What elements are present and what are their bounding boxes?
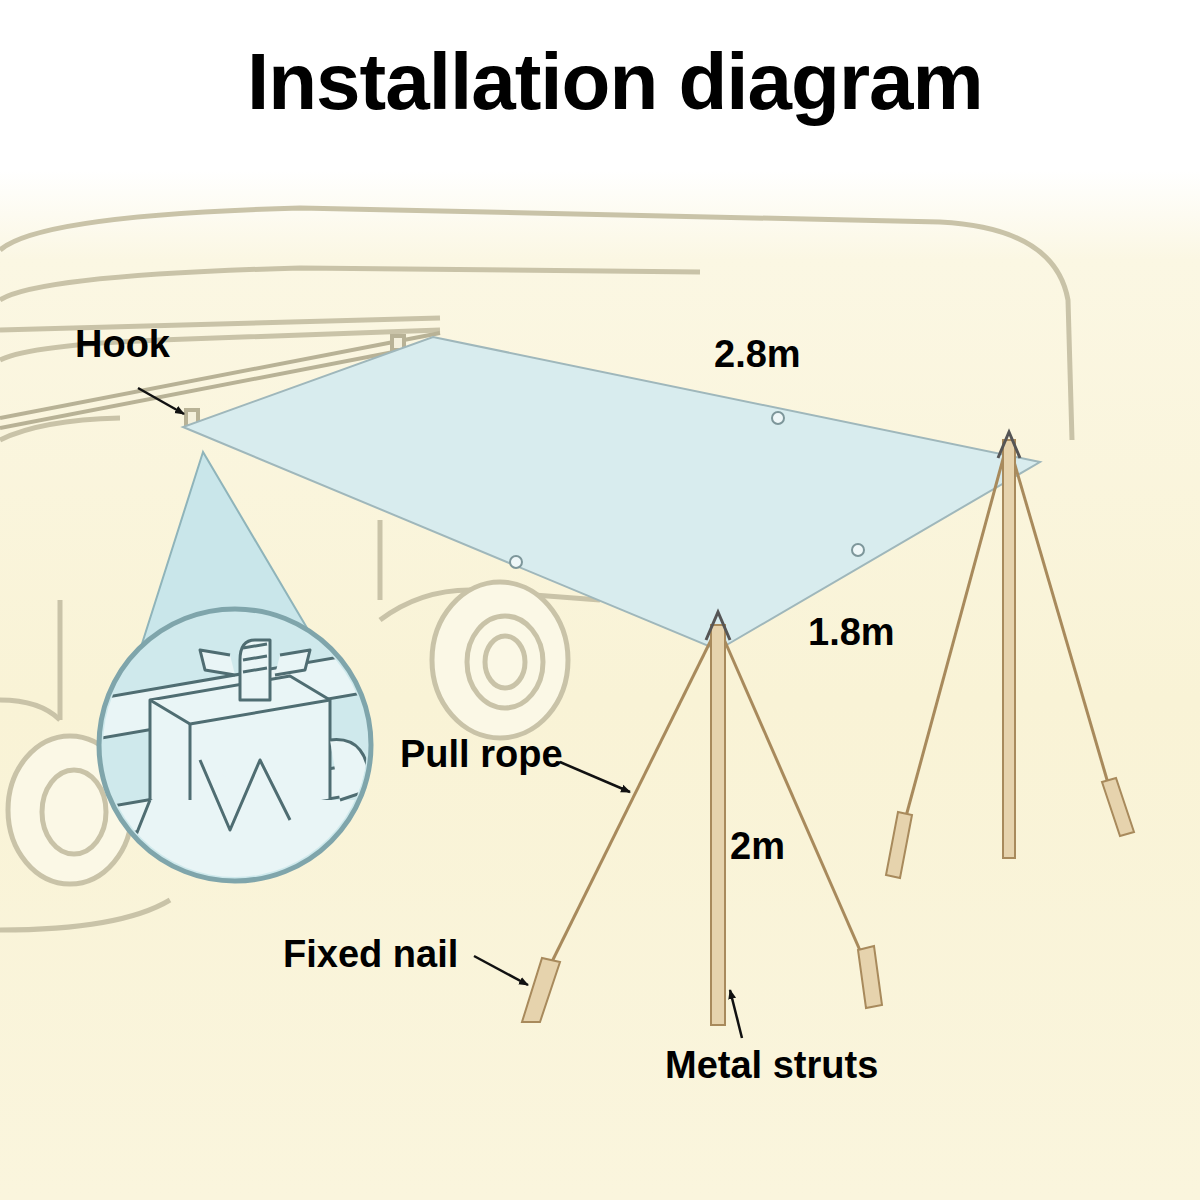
eyelet [510, 412, 864, 568]
pull-rope [533, 448, 1110, 1000]
part-label: Fixed nail [283, 934, 458, 976]
van-wheel [432, 582, 568, 738]
diagram-title: Installation diagram [247, 38, 983, 126]
metal-strut [706, 432, 1020, 1025]
part-label: Pull rope [400, 734, 563, 776]
dimension-label: 2m [730, 826, 785, 868]
dimension-label: 2.8m [714, 334, 801, 376]
magnifier-detail [90, 609, 380, 900]
tarp [183, 337, 1040, 650]
leader-arrow [138, 388, 742, 1038]
fixed-nail [522, 778, 1134, 1022]
dimension-label: 1.8m [808, 612, 895, 654]
part-label: Metal struts [665, 1045, 878, 1087]
part-label: Hook [75, 324, 170, 366]
van-outline [0, 208, 1072, 930]
